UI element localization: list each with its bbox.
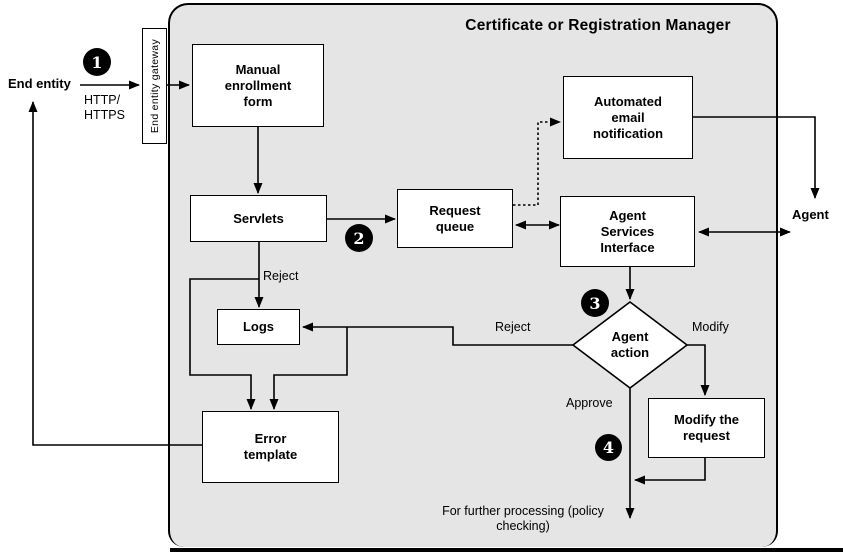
step-4-badge: 4 — [595, 434, 622, 461]
edge-modify-to-modifyrequest — [687, 344, 710, 396]
modify-label: Modify — [692, 320, 729, 334]
edge-errortemplate-to-endentity — [28, 101, 202, 446]
step-1-badge: 1 — [83, 48, 111, 76]
edge-reject-to-errortemplate-1 — [189, 278, 259, 410]
further-processing-label: For further processing (policy checking) — [442, 504, 604, 533]
step-2-number: 2 — [353, 228, 365, 248]
decision-agent-action-label: Agent action — [610, 329, 650, 360]
reject-servlets-label: Reject — [263, 269, 299, 283]
node-agent-services-interface: Agent Services Interface — [560, 196, 695, 267]
node-manual-enrollment-form: Manual enrollment form — [192, 44, 324, 127]
approve-label: Approve — [566, 396, 613, 410]
end-entity-gateway-label: End entity gateway — [148, 38, 161, 134]
panel-title: Certificate or Registration Manager — [465, 17, 731, 34]
reject-agent-label: Reject — [495, 320, 531, 334]
node-request-queue: Request queue — [397, 189, 513, 248]
node-error-template: Error template — [202, 411, 339, 483]
edge-agentaction-reject-to-logs — [302, 322, 573, 346]
step-4-number: 4 — [602, 438, 615, 457]
decision-agent-action-diamond — [571, 300, 689, 390]
node-logs: Logs — [217, 309, 300, 345]
edge-queue-to-autoemail-dotted — [513, 117, 561, 206]
node-end-entity-gateway: End entity gateway — [142, 28, 167, 144]
node-modify-the-request: Modify the request — [648, 398, 765, 458]
step-3-badge: 3 — [581, 289, 609, 317]
edge-modifyrequest-to-approvepath — [634, 458, 706, 485]
node-automated-email-notification: Automated email notification — [563, 76, 693, 159]
step-2-badge: 2 — [345, 224, 373, 252]
step-3-number: 3 — [589, 293, 601, 313]
agent-label: Agent — [792, 207, 829, 222]
figure-bottom-rule — [170, 548, 843, 552]
end-entity-label: End entity — [8, 76, 71, 91]
edge-reject-to-errortemplate-2 — [269, 327, 348, 410]
protocol-label: HTTP/ HTTPS — [84, 93, 125, 122]
step-1-number: 1 — [91, 52, 103, 72]
node-servlets: Servlets — [190, 195, 327, 242]
edge-autoemail-to-agent — [693, 116, 820, 199]
